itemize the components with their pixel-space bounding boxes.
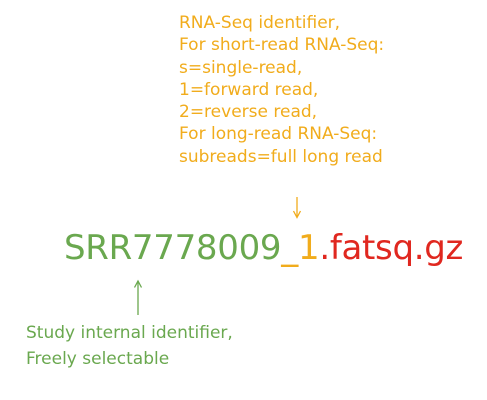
read-id-part: 1 xyxy=(297,228,320,268)
rna-note-line: s=single-read, xyxy=(179,57,303,78)
green-arrow xyxy=(133,279,143,315)
study-id-part: SRR7778009 xyxy=(64,228,282,268)
rna-note-line: subreads=full long read xyxy=(179,146,383,167)
file-extension: .fatsq.gz xyxy=(319,228,464,268)
underscore-separator: _ xyxy=(281,228,298,268)
example-filename: SRR7778009_1.fatsq.gz xyxy=(64,226,463,270)
rna-note-line: 1=forward read, xyxy=(179,79,319,100)
rna-note-line: 2=reverse read, xyxy=(179,102,318,123)
study-note-line: Study internal identifier, xyxy=(26,323,233,343)
rna-note-line: RNA-Seq identifier, xyxy=(179,13,341,33)
rna-note-line: For long-read RNA-Seq: xyxy=(179,124,378,145)
orange-arrow xyxy=(292,197,302,219)
rna-seq-identifier-note: RNA-Seq identifier, For short-read RNA-S… xyxy=(179,12,384,168)
rna-note-line: For short-read RNA-Seq: xyxy=(179,35,385,56)
study-identifier-note: Study internal identifier, Freely select… xyxy=(26,320,233,372)
study-note-line: Freely selectable xyxy=(26,349,170,369)
